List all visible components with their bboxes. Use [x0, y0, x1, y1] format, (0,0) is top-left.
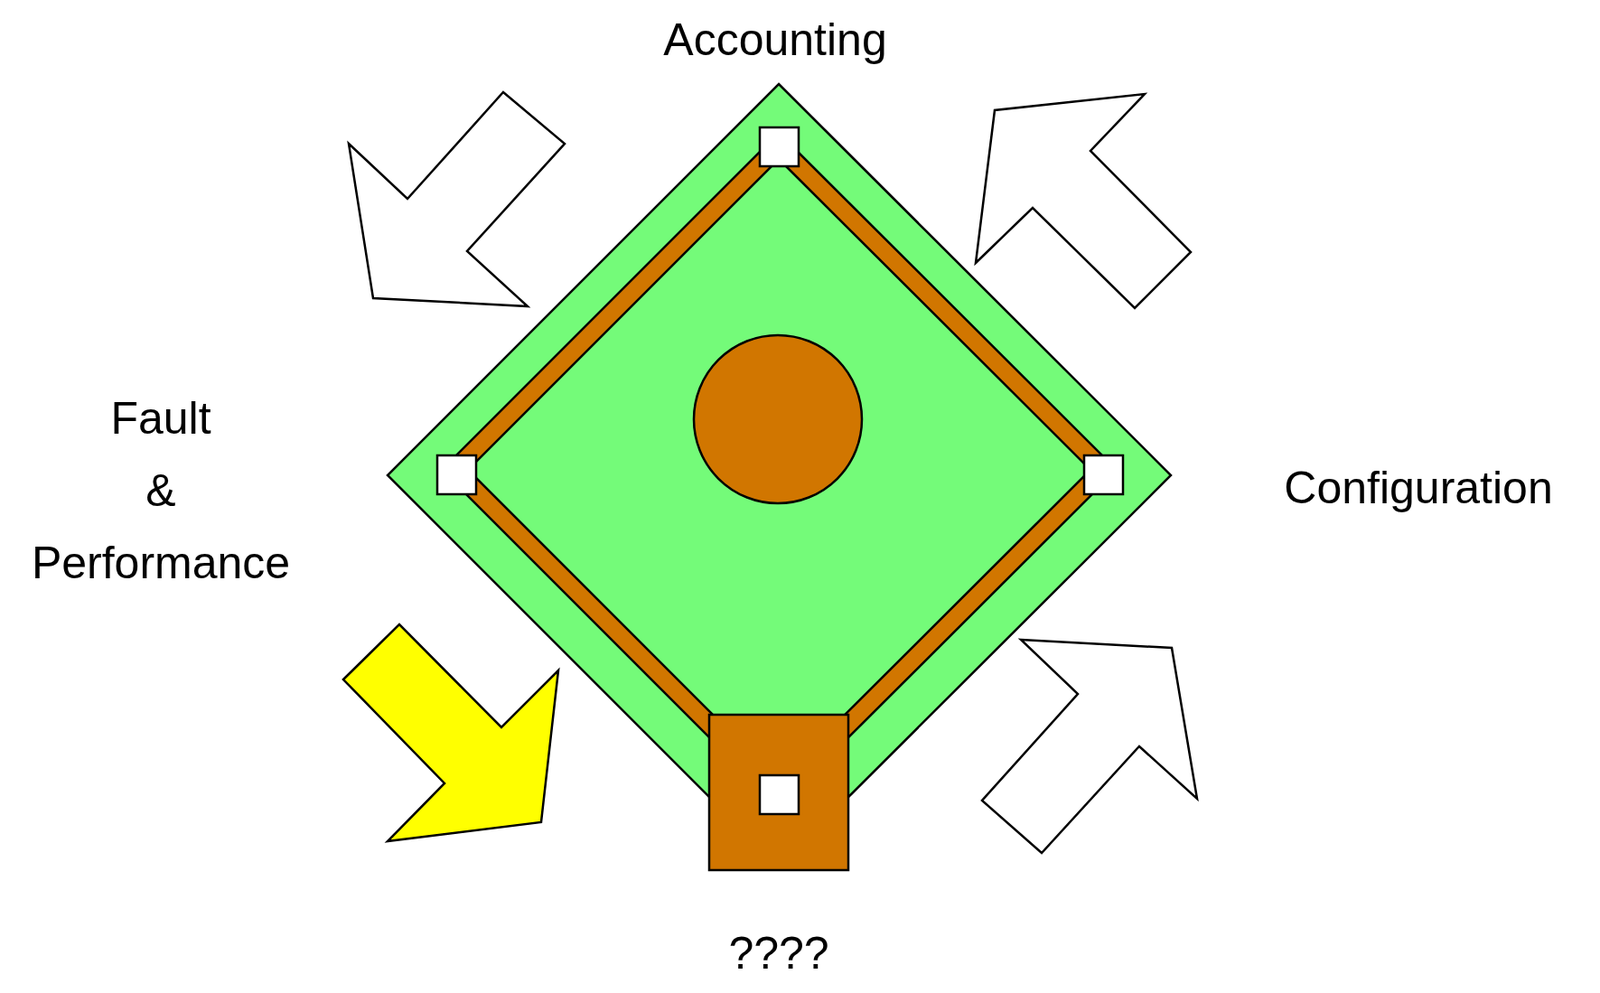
first-base [1084, 455, 1123, 495]
third-base [437, 455, 477, 495]
section-label: Accounting [663, 3, 887, 76]
infield-grass [467, 159, 1091, 781]
home-plate [759, 775, 799, 815]
section-label: Fault & Performance [7, 382, 315, 599]
block-arrow [348, 92, 565, 307]
home-plate-area [709, 714, 849, 871]
block-arrow [982, 639, 1198, 853]
block-arrow [975, 93, 1191, 309]
section-label: Configuration [1283, 451, 1553, 524]
highlighted-block-arrow [343, 624, 559, 842]
section-label: ???? [728, 916, 829, 990]
second-base [759, 127, 799, 167]
pitchers-mound [693, 335, 862, 504]
